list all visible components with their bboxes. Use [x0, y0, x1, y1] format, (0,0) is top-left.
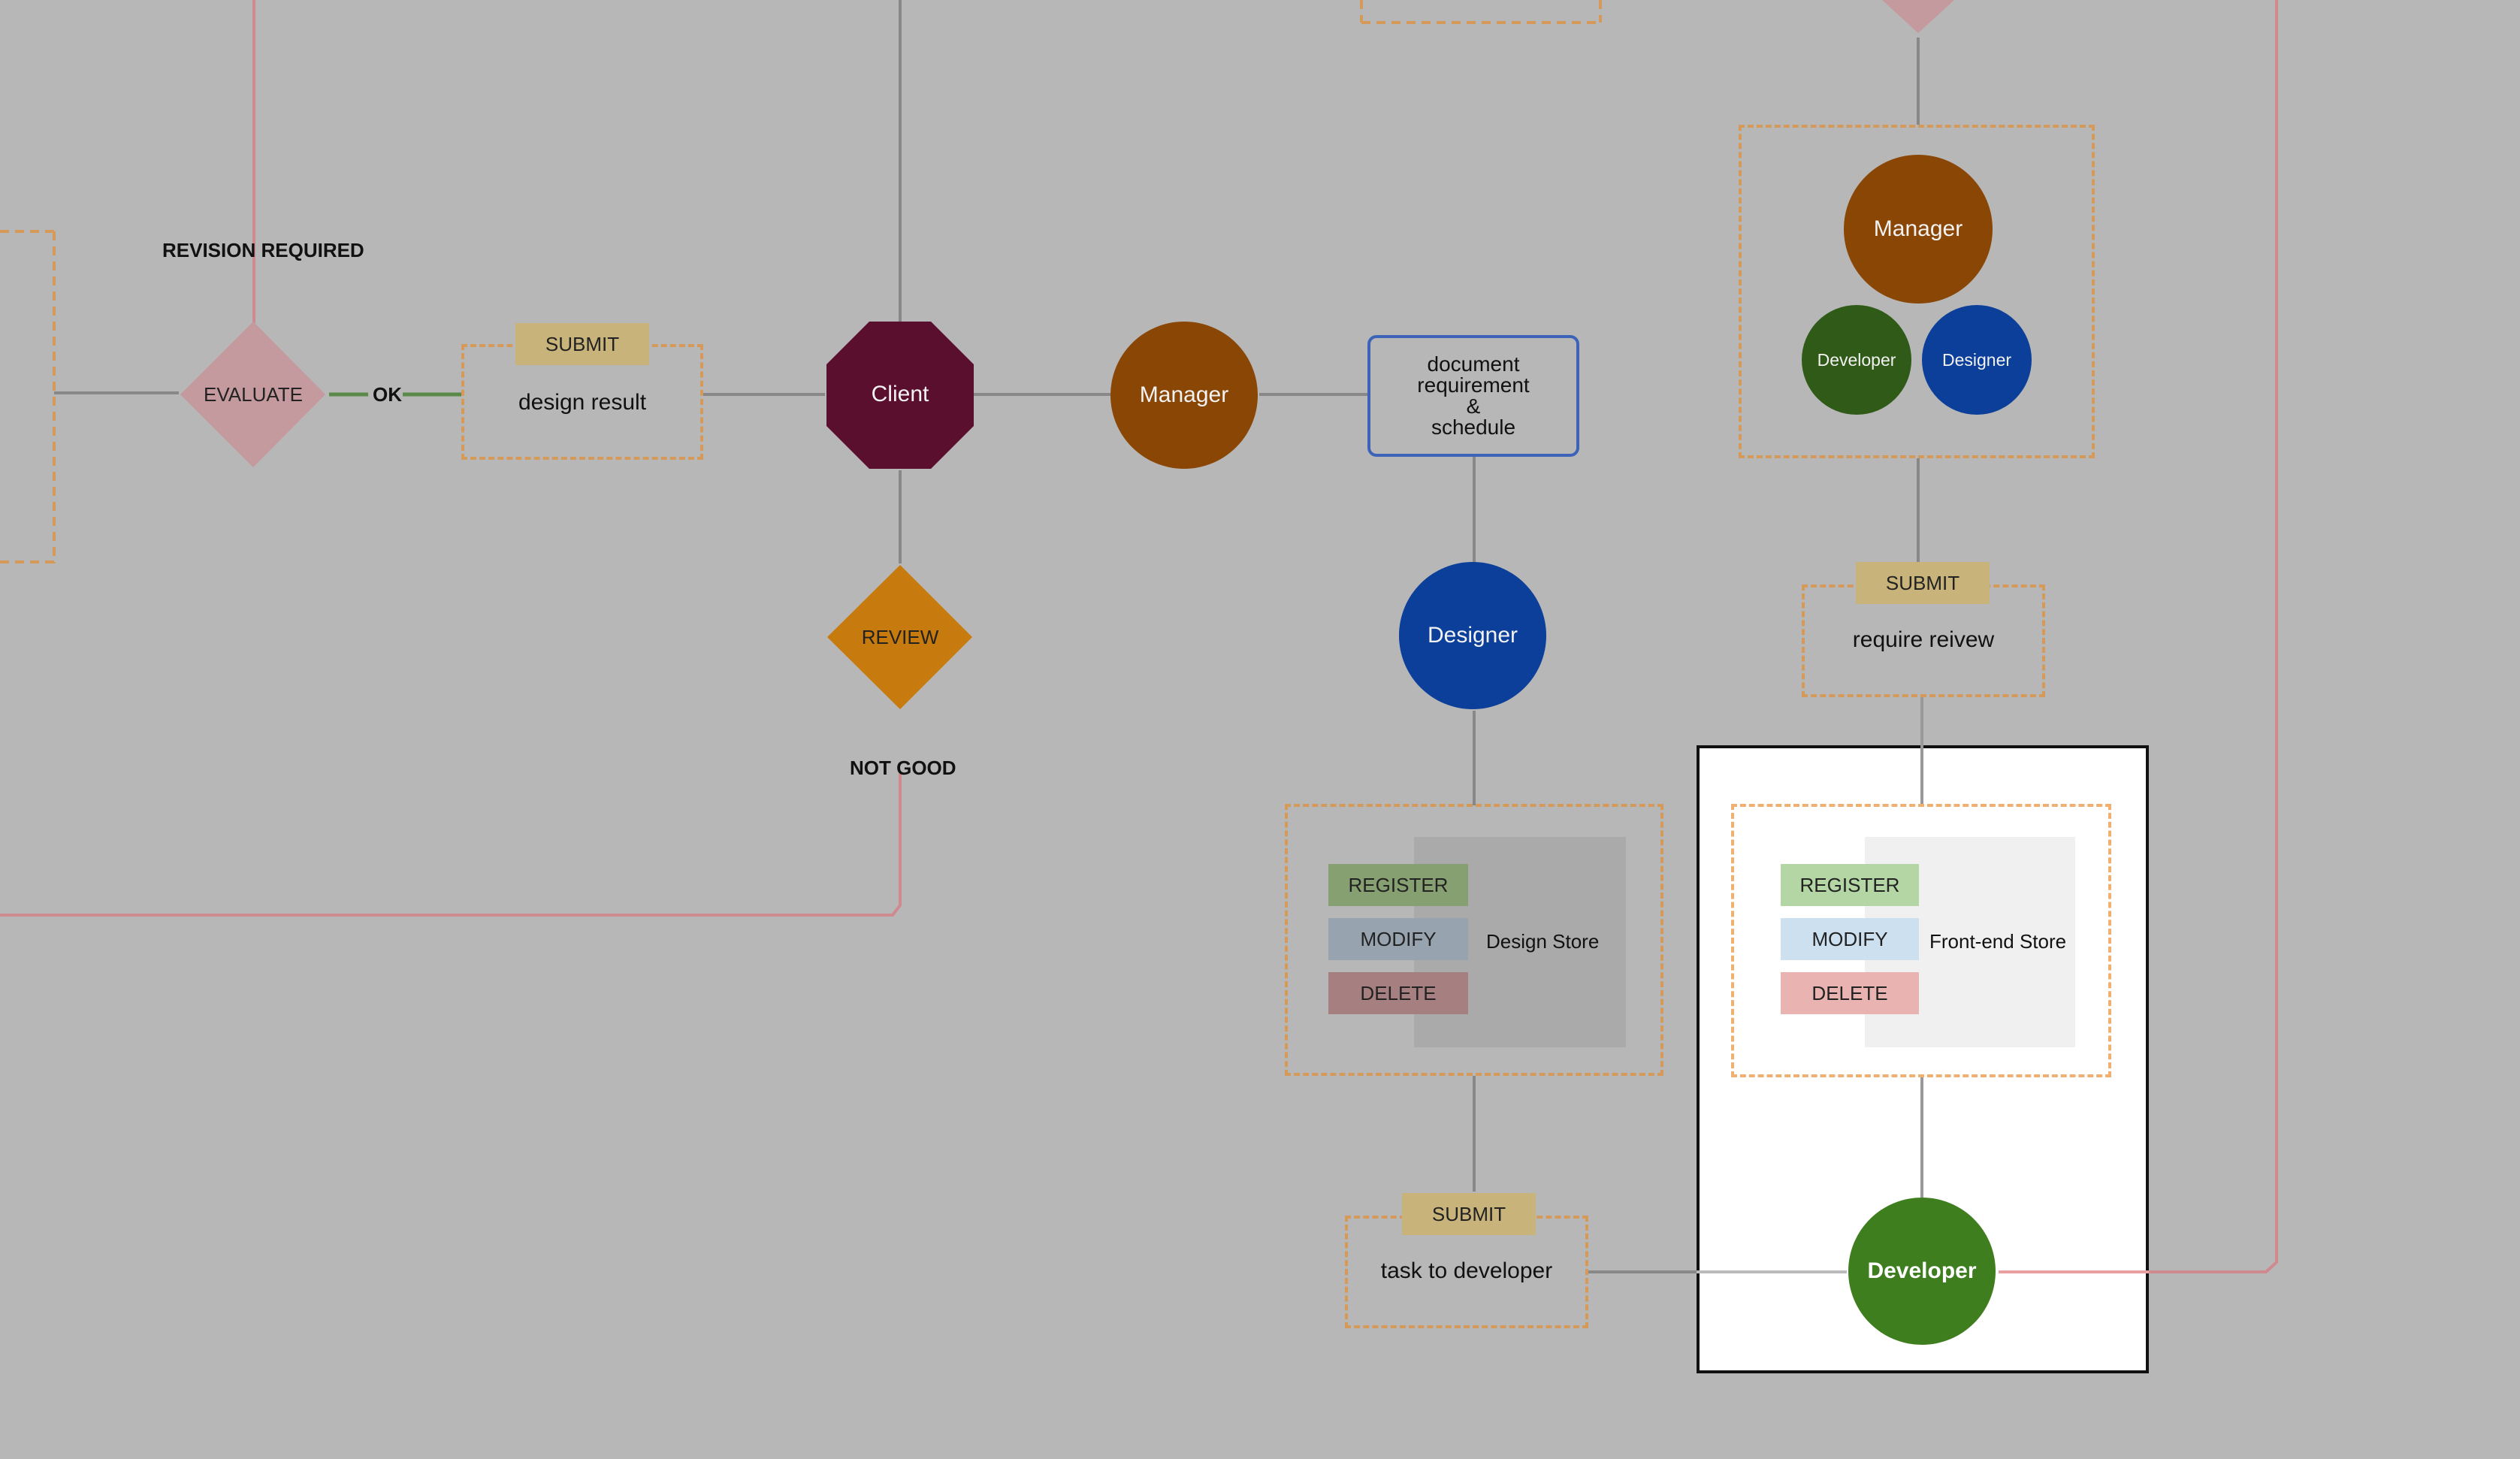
design-result-text: design result — [518, 390, 647, 415]
evaluate-diamond — [180, 322, 325, 467]
frontend-modify-button[interactable]: MODIFY — [1781, 918, 1919, 960]
document-line-3: & — [1466, 394, 1481, 418]
review-node[interactable]: REVIEW — [861, 625, 939, 648]
task-submit-tag: SUBMIT — [1402, 1193, 1536, 1235]
designer-node[interactable]: Designer — [1399, 562, 1546, 709]
manager-node[interactable]: Manager — [1110, 322, 1258, 469]
ok-label: OK — [373, 383, 402, 406]
design-delete-button[interactable]: DELETE — [1328, 972, 1468, 1014]
document-line-4: schedule — [1431, 415, 1516, 439]
not-good-label: NOT GOOD — [850, 757, 956, 779]
team-group-box[interactable] — [1739, 125, 2095, 458]
document-node[interactable]: document requirement & schedule — [1367, 335, 1579, 457]
design-store-label: Design Store — [1486, 930, 1600, 953]
developer-node[interactable]: Developer — [1848, 1198, 1996, 1345]
review-diamond — [827, 565, 972, 709]
require-review-text: require reivew — [1852, 627, 1995, 652]
client-octagon — [826, 322, 974, 469]
design-modify-button[interactable]: MODIFY — [1328, 918, 1468, 960]
group-developer-node[interactable]: Developer — [1802, 305, 1911, 415]
design-register-button[interactable]: REGISTER — [1328, 864, 1468, 906]
group-designer-node[interactable]: Designer — [1922, 305, 2032, 415]
document-line-2: requirement — [1417, 373, 1530, 397]
require-review-submit-tag: SUBMIT — [1856, 562, 1990, 604]
evaluate-node[interactable]: EVALUATE — [204, 382, 303, 406]
design-result-submit-tag: SUBMIT — [515, 323, 649, 365]
client-node[interactable]: Client — [871, 382, 929, 406]
frontend-register-button[interactable]: REGISTER — [1781, 864, 1919, 906]
document-line-1: document — [1427, 352, 1520, 376]
group-manager-node[interactable]: Manager — [1844, 155, 1993, 304]
task-to-developer-text: task to developer — [1380, 1258, 1553, 1283]
design-store-box[interactable] — [1285, 804, 1663, 1076]
frontend-delete-button[interactable]: DELETE — [1781, 972, 1919, 1014]
revision-required-label: REVISION REQUIRED — [162, 239, 364, 261]
frontend-store-box[interactable] — [1731, 804, 2111, 1077]
frontend-store-label: Front-end Store — [1929, 930, 2067, 953]
